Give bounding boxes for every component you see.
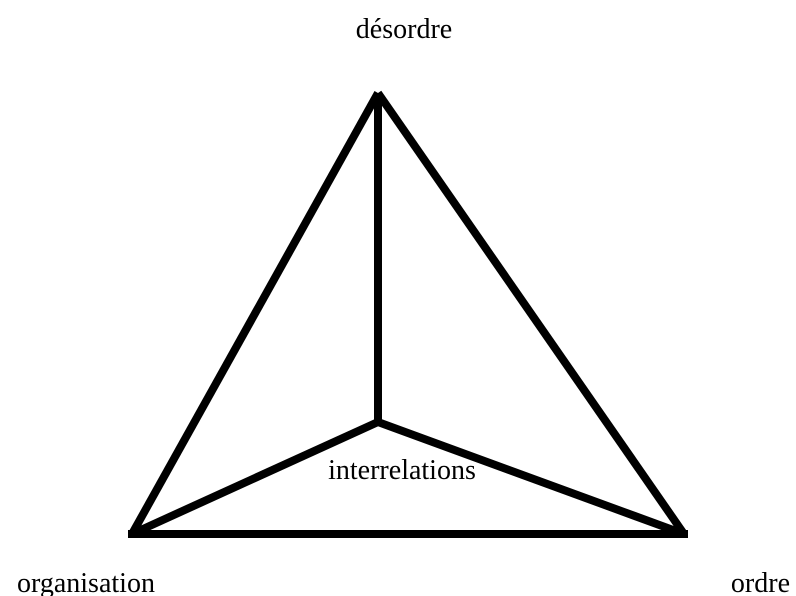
label-center: interrelations <box>328 455 476 486</box>
edge-center-to-bottom-left <box>130 418 380 538</box>
label-bottom-left: organisation <box>17 568 155 596</box>
label-top: désordre <box>356 14 452 45</box>
label-bottom-right: ordre <box>731 568 790 596</box>
edge-center-to-bottom-right <box>376 418 686 538</box>
edge-top-to-bottom-left <box>128 91 382 536</box>
edge-top-to-bottom-right <box>374 90 688 537</box>
